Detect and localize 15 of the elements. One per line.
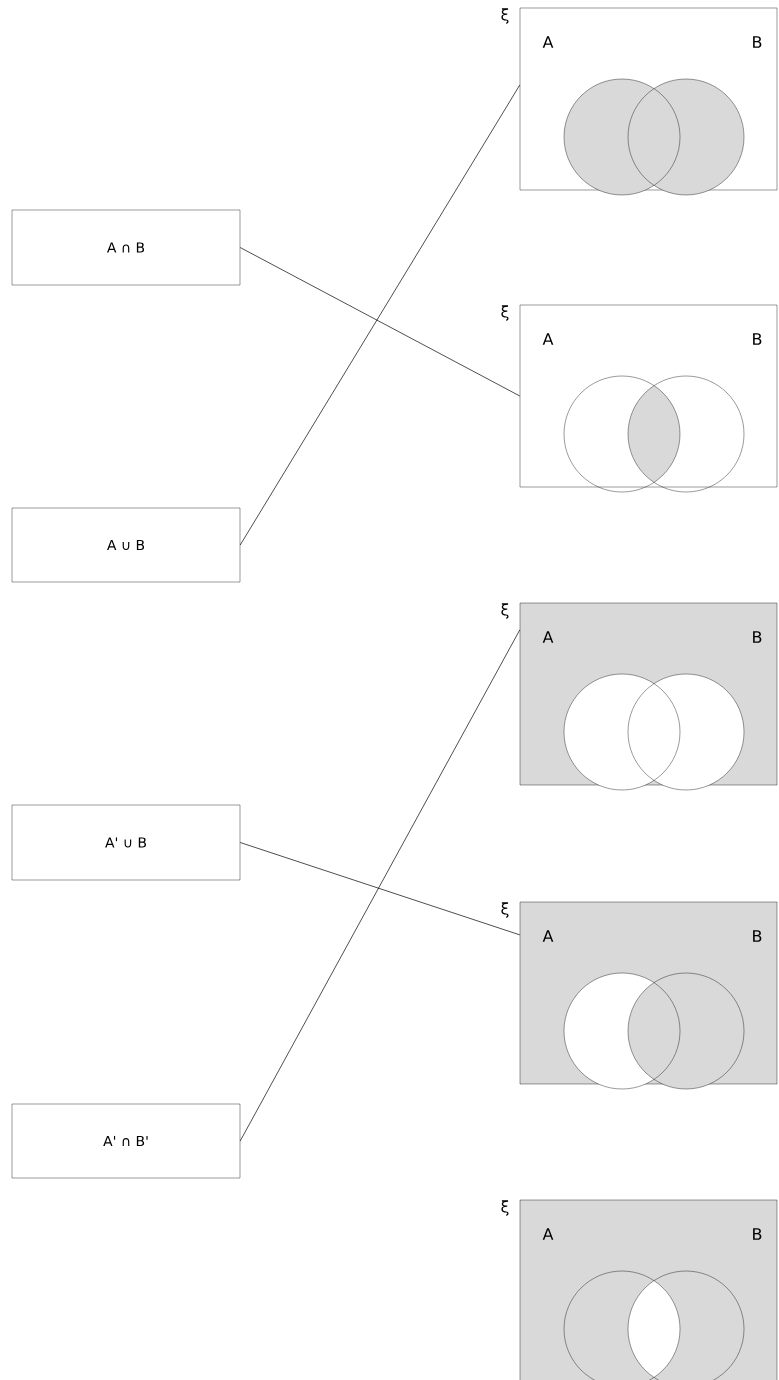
set-expression-box: A ∩ B: [11, 209, 241, 286]
set-label: A: [542, 1228, 554, 1240]
universal-set-symbol: ξ: [501, 603, 509, 619]
connector-line: [239, 842, 521, 936]
universal-set-symbol: ξ: [501, 8, 509, 24]
set-expression-box: A' ∪ B: [11, 804, 241, 881]
connector-line: [239, 629, 521, 1142]
connector-line: [239, 247, 521, 397]
connector-line: [239, 84, 521, 546]
universal-set-symbol: ξ: [501, 902, 509, 918]
universal-set-symbol: ξ: [501, 305, 509, 321]
set-expression-box: A ∪ B: [11, 507, 241, 583]
universal-set-symbol: ξ: [501, 1200, 509, 1216]
set-label: B: [753, 1228, 762, 1240]
set-expression-box: A' ∩ B': [11, 1103, 241, 1179]
